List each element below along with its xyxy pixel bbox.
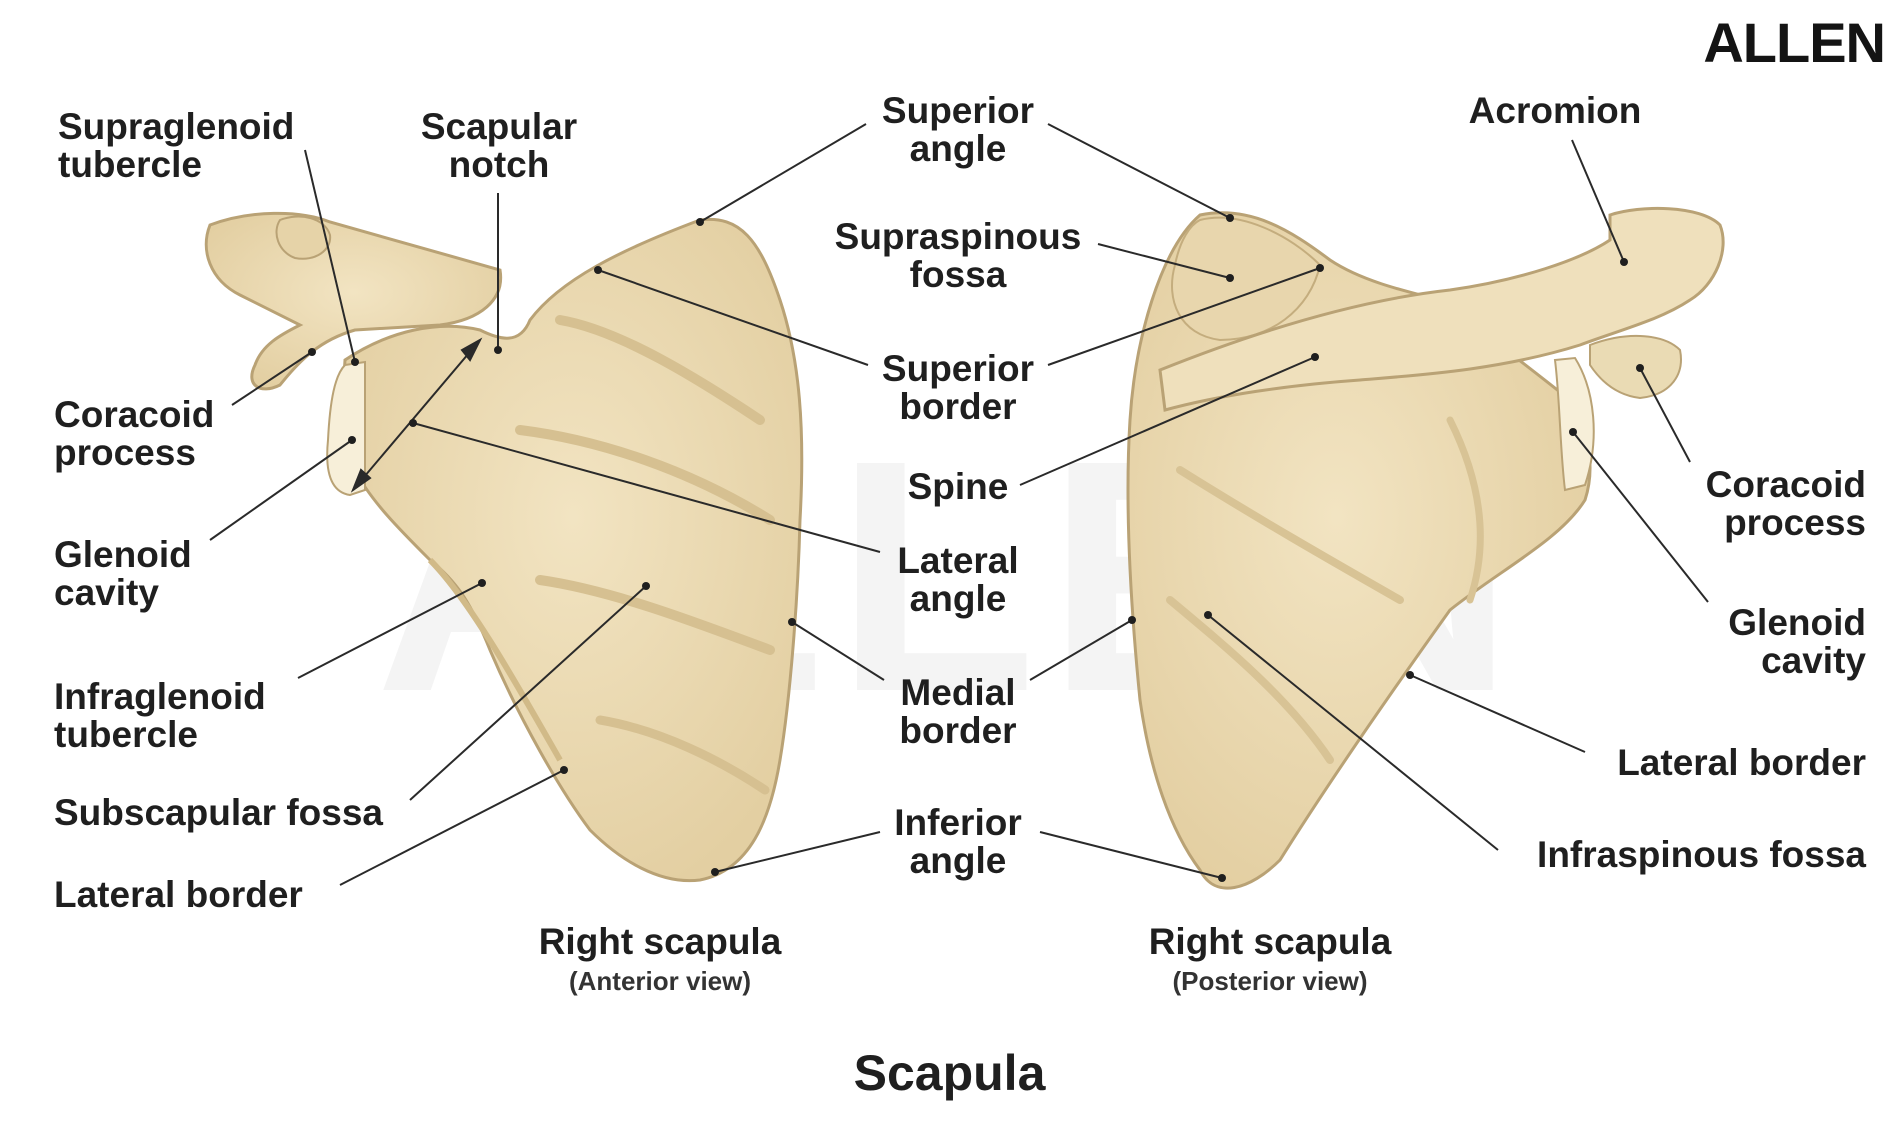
leader-infraglenoid xyxy=(297,582,483,679)
label-lateral-angle: Lateral angle xyxy=(897,540,1019,619)
label-coracoid-process-posterior: Coracoid process xyxy=(1705,464,1866,543)
leader-superior-angle-anterior xyxy=(699,123,867,223)
leader-spine xyxy=(1019,356,1316,486)
posterior-ridge-3 xyxy=(1446,416,1484,604)
leader-inferior-angle-anterior xyxy=(714,831,881,873)
label-superior-border: Superior border xyxy=(881,348,1035,427)
label-infraspinous-fossa: Infraspinous fossa xyxy=(1537,834,1866,875)
leader-subscapular xyxy=(409,585,647,801)
arrow-notch-to-glenoid xyxy=(352,339,481,491)
leader-coracoid-anterior xyxy=(231,351,313,406)
leader-lateral-border-posterior xyxy=(1409,674,1586,753)
leader-superior-border-posterior xyxy=(1047,267,1321,366)
leader-superior-angle-posterior xyxy=(1047,123,1231,219)
leader-supraspinous xyxy=(1097,243,1231,279)
label-spine: Spine xyxy=(907,466,1009,507)
posterior-coracoid-shape xyxy=(1589,334,1682,400)
anterior-coracoid-shape xyxy=(204,211,503,391)
label-coracoid-process-anterior: Coracoid process xyxy=(54,394,215,473)
leader-inferior-angle-posterior xyxy=(1039,831,1223,879)
label-acromion: Acromion xyxy=(1468,90,1642,131)
caption-posterior: Right scapula (Posterior view) xyxy=(1120,920,1420,998)
caption-anterior: Right scapula (Anterior view) xyxy=(510,920,810,998)
posterior-scapula-bone xyxy=(1126,207,1725,890)
label-glenoid-cavity-posterior: Glenoid cavity xyxy=(1728,602,1866,681)
label-superior-angle: Superior angle xyxy=(881,90,1035,169)
label-inferior-angle: Inferior angle xyxy=(894,802,1022,881)
leader-lines xyxy=(209,123,1709,886)
label-lateral-border-posterior: Lateral border xyxy=(1617,742,1866,783)
label-infraglenoid-tubercle: Infraglenoid tubercle xyxy=(54,676,266,755)
allen-logo: ALLEN xyxy=(1703,11,1886,74)
leader-infraspinous xyxy=(1207,614,1499,851)
label-scapular-notch: Scapular notch xyxy=(420,106,578,185)
leader-lateral-angle xyxy=(412,422,881,553)
posterior-spine xyxy=(1158,207,1725,412)
diagram-title: Scapula xyxy=(853,1045,1046,1101)
caption-anterior-view: (Anterior view) xyxy=(568,966,752,996)
leader-medial-border-anterior xyxy=(791,621,885,681)
leader-supraglenoid xyxy=(304,149,356,363)
anterior-coracoid-tip xyxy=(275,215,332,260)
arrowhead-bottom xyxy=(350,468,372,493)
posterior-ridge-2 xyxy=(1166,596,1334,764)
leader-glenoid-posterior xyxy=(1572,431,1709,603)
label-subscapular-fossa: Subscapular fossa xyxy=(54,792,384,833)
label-glenoid-cavity-anterior: Glenoid cavity xyxy=(54,534,192,613)
anterior-fossa-ridge-4 xyxy=(595,715,770,795)
anterior-scapula-bone xyxy=(204,211,804,883)
anterior-glenoid-rim xyxy=(326,360,366,497)
label-medial-border: Medial border xyxy=(899,672,1017,751)
leader-lateral-border-anterior xyxy=(339,769,565,886)
leader-glenoid-anterior xyxy=(209,439,353,541)
caption-posterior-view: (Posterior view) xyxy=(1172,966,1368,996)
arrowhead-top xyxy=(460,337,483,362)
caption-posterior-title: Right scapula xyxy=(1148,921,1392,962)
leader-dots xyxy=(308,214,1644,882)
anterior-lateral-edge xyxy=(427,557,563,762)
posterior-glenoid-rim xyxy=(1553,356,1595,492)
anterior-fossa-ridge-1 xyxy=(555,315,765,425)
anterior-fossa-ridge-3 xyxy=(535,575,775,655)
leader-medial-border-posterior xyxy=(1029,619,1133,681)
leader-acromion xyxy=(1571,139,1625,263)
label-supraspinous-fossa: Supraspinous fossa xyxy=(834,216,1082,295)
leader-superior-border-anterior xyxy=(597,269,869,366)
caption-anterior-title: Right scapula xyxy=(538,921,782,962)
anterior-fossa-ridge-2 xyxy=(515,425,775,525)
leader-coracoid-posterior xyxy=(1639,367,1691,463)
label-lateral-border-anterior: Lateral border xyxy=(54,874,303,915)
posterior-ridge-1 xyxy=(1176,466,1404,604)
label-supraglenoid-tubercle: Supraglenoid tubercle xyxy=(58,106,295,185)
